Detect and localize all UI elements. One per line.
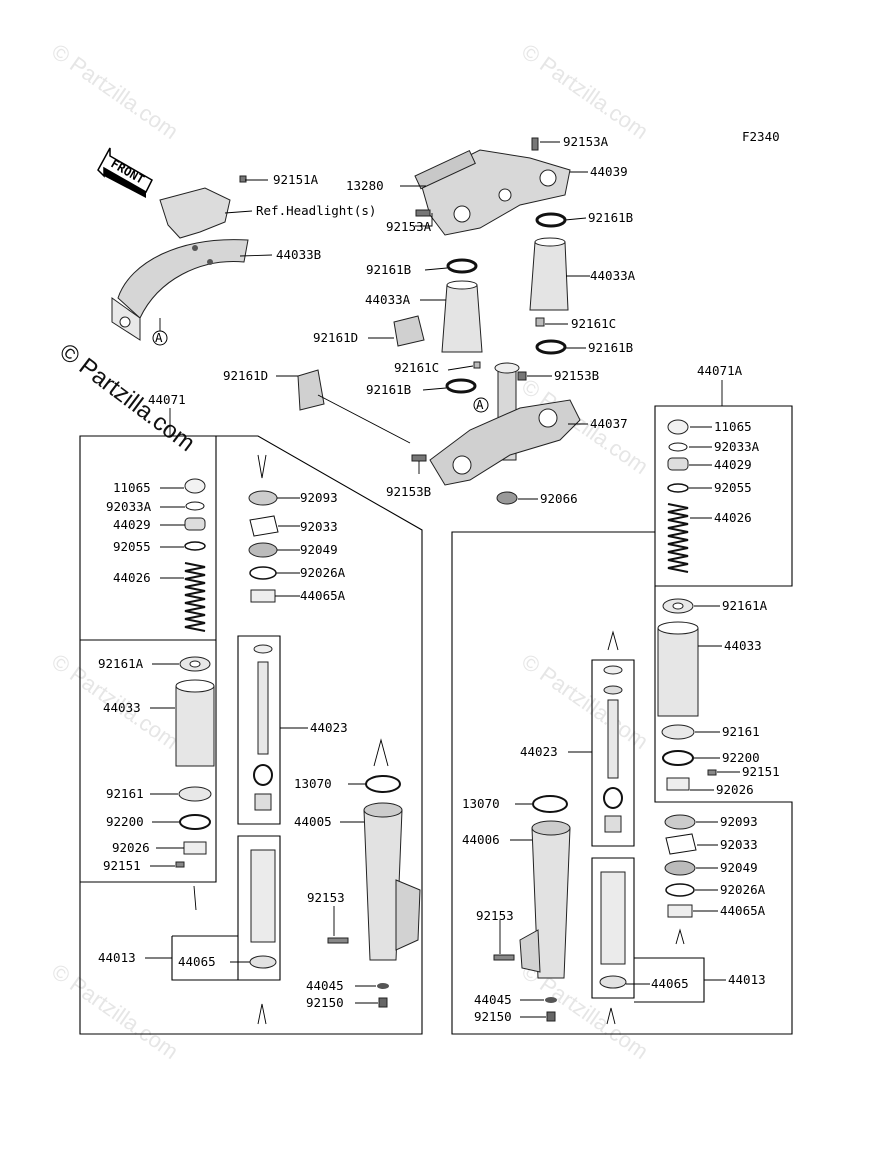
part-label: 13280 [346,178,384,193]
front-arrow: FRONT [97,147,153,198]
part-label: 92161C [394,360,439,375]
part-label: 92153B [554,368,599,383]
part-label: 92161B [366,262,411,277]
part-label: 92161 [722,724,760,739]
watermark: © Partzilla.com [47,39,183,145]
part-label: 92161B [588,340,633,355]
part-label: 92026 [112,840,150,855]
part-label: 44029 [113,517,151,532]
part-label: 92161D [223,368,268,383]
part-label: 13070 [294,776,332,791]
part-label: 92055 [714,480,752,495]
part-label: 92151A [273,172,319,187]
ref-marker [152,330,168,346]
part-label: 44026 [113,570,151,585]
part-label: 44039 [590,164,628,179]
part-label: 92093 [720,814,758,829]
part-label: 13070 [462,796,500,811]
part-label: 92150 [474,1009,512,1024]
part-label: 92153A [563,134,609,149]
part-label: 92161B [588,210,633,225]
part-label: 92033A [714,439,760,454]
part-label: 44026 [714,510,752,525]
part-label: 92026A [300,565,346,580]
part-label: 92150 [306,995,344,1010]
part-label: 44033 [724,638,762,653]
part-label: 92055 [113,539,151,554]
part-label: 92200 [722,750,760,765]
part-label: 92153B [386,484,431,499]
part-label: 11065 [113,480,151,495]
part-label: 44033A [590,268,636,283]
part-label: 92161D [313,330,358,345]
part-label: 92161 [106,786,144,801]
part-label: 11065 [714,419,752,434]
part-label: 44037 [590,416,628,431]
part-label: 92161A [722,598,768,613]
part-label: 44065 [178,954,216,969]
part-label: 44033B [276,247,321,262]
part-label: 92049 [300,542,338,557]
part-label: 44033 [103,700,141,715]
part-label: Ref.Headlight(s) [256,203,376,218]
ref-marker-label: A [155,330,163,345]
part-label: 44071 [148,392,186,407]
part-label: 92151 [103,858,141,873]
part-label: 92161C [571,316,616,331]
part-label: 92033 [720,837,758,852]
part-label: 92026A [720,882,766,897]
part-label: 44071A [697,363,743,378]
part-label: 92049 [720,860,758,875]
part-label: 92153A [386,219,432,234]
part-label: 44029 [714,457,752,472]
ref-marker [473,397,489,413]
part-label: 44013 [728,972,766,987]
part-label: 44045 [306,978,344,993]
part-label: 44006 [462,832,500,847]
part-label: 44065 [651,976,689,991]
part-label: 92161B [366,382,411,397]
diagram-code: F2340 [742,129,780,144]
part-label: 92066 [540,491,578,506]
part-label: 44065A [720,903,766,918]
spring [184,562,206,632]
part-label: 44045 [474,992,512,1007]
part-label: 92153 [307,890,345,905]
part-label: 92033A [106,499,152,514]
part-label: 44065A [300,588,346,603]
part-label: 92026 [716,782,754,797]
stem-bracket [429,362,581,505]
part-label: 92200 [106,814,144,829]
part-label: 92093 [300,490,338,505]
part-label: 44023 [310,720,348,735]
part-label: 92033 [300,519,338,534]
part-label: 44005 [294,814,332,829]
part-label: 44033A [365,292,411,307]
ref-marker-label: A [476,397,484,412]
watermark: © Partzilla.com [517,39,653,145]
watermark: © Partzilla.com [47,959,183,1065]
part-label: 44023 [520,744,558,759]
part-label: 44013 [98,950,136,965]
headlight-bracket [111,175,249,341]
watermark: © Partzilla.com [517,649,653,755]
upper-bracket [414,137,571,236]
part-label: 92151 [742,764,780,779]
part-label: 92153 [476,908,514,923]
part-label: 92161A [98,656,144,671]
